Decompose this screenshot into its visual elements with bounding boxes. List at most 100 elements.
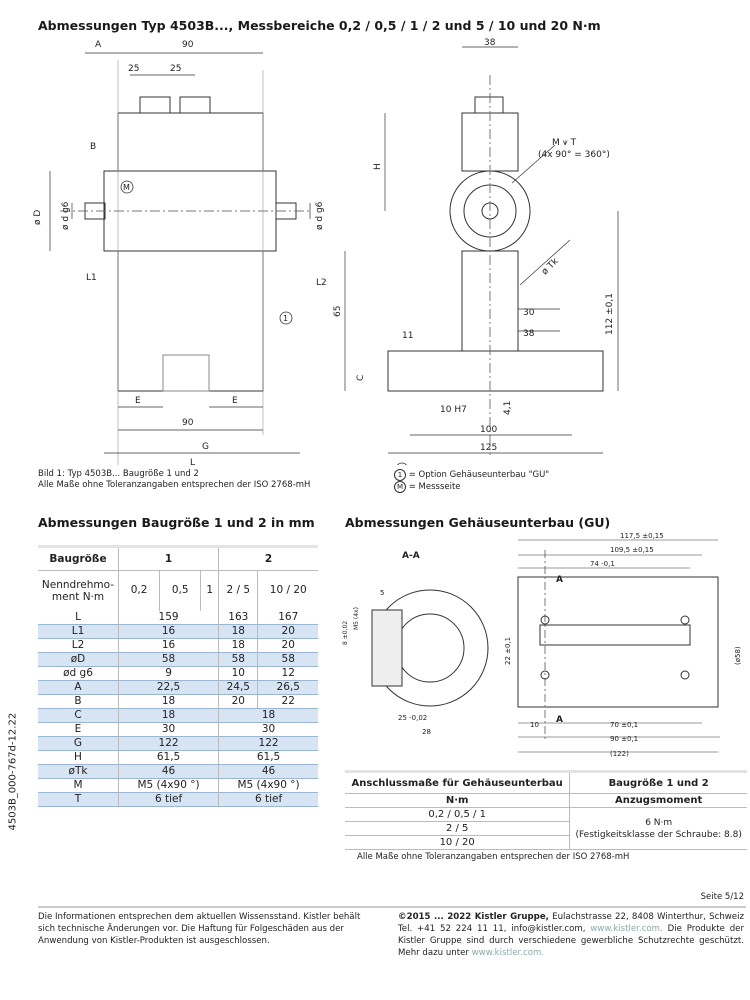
size2-value: M5 (4x90 °) [218, 778, 318, 792]
address: Eulachstrasse 22, 8408 Winterthur, Schwe… [398, 912, 744, 934]
size1-value: M5 (4x90 °) [117, 778, 219, 792]
dim-B: B [90, 142, 96, 152]
dim-125: 125 [480, 443, 497, 453]
dim-G: G [202, 442, 209, 452]
dim-74: 74 -0,1 [590, 560, 615, 568]
col-header-size1: 1 [117, 545, 219, 571]
callout-1-symbol: 1 [394, 469, 406, 481]
size2-value: 122 [218, 735, 318, 751]
size1-value: 159 [117, 610, 219, 624]
size2-value: 46 [218, 763, 318, 779]
row-key: T [38, 791, 119, 807]
dim-11: 11 [402, 331, 413, 341]
dim-109-5: 109,5 ±0,15 [610, 546, 654, 554]
row-key: H [74, 750, 82, 763]
dim-10H7: 10 H7 [440, 405, 467, 415]
dim-100: 100 [480, 425, 497, 435]
dim-MT: M ⩛ T [552, 138, 577, 148]
legend-item-2: = Messseite [408, 482, 461, 492]
screw-class-note: (Festigkeitsklasse der Schraube: 8.8) [575, 829, 742, 840]
footer-divider [38, 906, 746, 908]
subheader-nm: N·m [345, 793, 570, 808]
col-header-size: Baugröße [38, 545, 119, 571]
dim-L1: L1 [86, 273, 97, 283]
dim-A: A [95, 40, 102, 50]
row-key: G [38, 735, 119, 751]
dim-112: 112 ±0,1 [605, 293, 615, 335]
dim-70: 70 ±0,1 [610, 721, 638, 729]
dim-E-left: E [135, 396, 141, 406]
size2-b-value: 12 [257, 666, 318, 680]
page-number: Seite 5/12 [700, 892, 744, 902]
dim-25b: 25 [170, 64, 181, 74]
section-label-AA: A-A [402, 551, 420, 561]
size1-value: 18 [117, 694, 219, 708]
dim-L2: L2 [316, 278, 327, 288]
size2-a-value: 163 [218, 610, 258, 624]
size1-value: 16 [117, 638, 219, 652]
tolerance-note: Alle Maße ohne Toleranzangaben entsprech… [357, 852, 630, 862]
dim-dg6-right: ø d g6 [315, 201, 325, 230]
dim-25a: 25 [128, 64, 139, 74]
row-key: A [38, 679, 119, 695]
row-key: E [74, 722, 82, 735]
dim-8: 8 ±0,02 [342, 621, 349, 645]
dim-dg6: ø d g6 [61, 201, 71, 230]
dim-E-right: E [232, 396, 238, 406]
size1-value: 6 tief [117, 791, 219, 807]
size1-value: 122 [117, 735, 219, 751]
size2-value: 61,5 [218, 750, 318, 764]
size1-value: 30 [117, 722, 219, 736]
col-header-connection: Anschlussmaße für Gehäuseunterbau [345, 770, 570, 794]
website-link-2[interactable]: www.kistler.com. [471, 948, 545, 958]
website-link[interactable]: www.kistler.com. [590, 924, 663, 934]
section-mark-A-top: A [556, 575, 563, 585]
size2-value: 6 tief [218, 791, 318, 807]
caption-line-1: Bild 1: Typ 4503B... Baugröße 1 und 2 [38, 469, 199, 479]
size2-b-value: 22 [257, 694, 318, 708]
subheader-torque: Anzugsmoment [569, 793, 747, 808]
size1-value: 61,5 [117, 750, 219, 764]
row-key: øTk [38, 763, 119, 779]
dim-117-5: 117,5 ±0,15 [620, 532, 664, 540]
dim-38-lower: 38 [523, 329, 535, 339]
document-id: 4503B_000-767d-12.22 [7, 712, 19, 831]
row-range-3: 10 / 20 [345, 835, 570, 850]
torque-2-5: 2 / 5 [218, 570, 258, 611]
symbol-M: M [123, 183, 130, 192]
dim-C: C [356, 375, 366, 381]
size2-b-value: 167 [257, 610, 318, 624]
row-range-2: 2 / 5 [345, 821, 570, 836]
size2-a-value: 10 [218, 666, 258, 680]
size2-b-value: 20 [257, 623, 318, 639]
caption-line-2: Alle Maße ohne Toleranzangaben entsprech… [38, 480, 311, 490]
size2-a-value: 58 [218, 651, 258, 667]
measuring-side-symbol: M [394, 481, 406, 493]
dim-30: 30 [523, 308, 535, 318]
size2-a-value: 18 [218, 623, 258, 639]
size1-value: 18 [117, 707, 219, 723]
torque-0-5: 0,5 [159, 570, 201, 611]
dim-D: ø D [33, 210, 43, 225]
copyright: ©2015 ... 2022 Kistler Gruppe, [398, 912, 549, 922]
housing-base-drawing: A-A 117,5 ±0,15 109,5 ±0,15 74 -0,1 A A … [342, 532, 742, 758]
size2-b-value: 58 [257, 651, 318, 667]
dim-MT-note: (4x 90° = 360°) [538, 150, 610, 160]
row-header-torque: Nenndrehmo-ment N·m [41, 578, 115, 603]
row-key: øD [38, 651, 119, 667]
dim-4-1: 4,1 [503, 401, 513, 415]
size2-a-value: 24,5 [218, 679, 258, 695]
